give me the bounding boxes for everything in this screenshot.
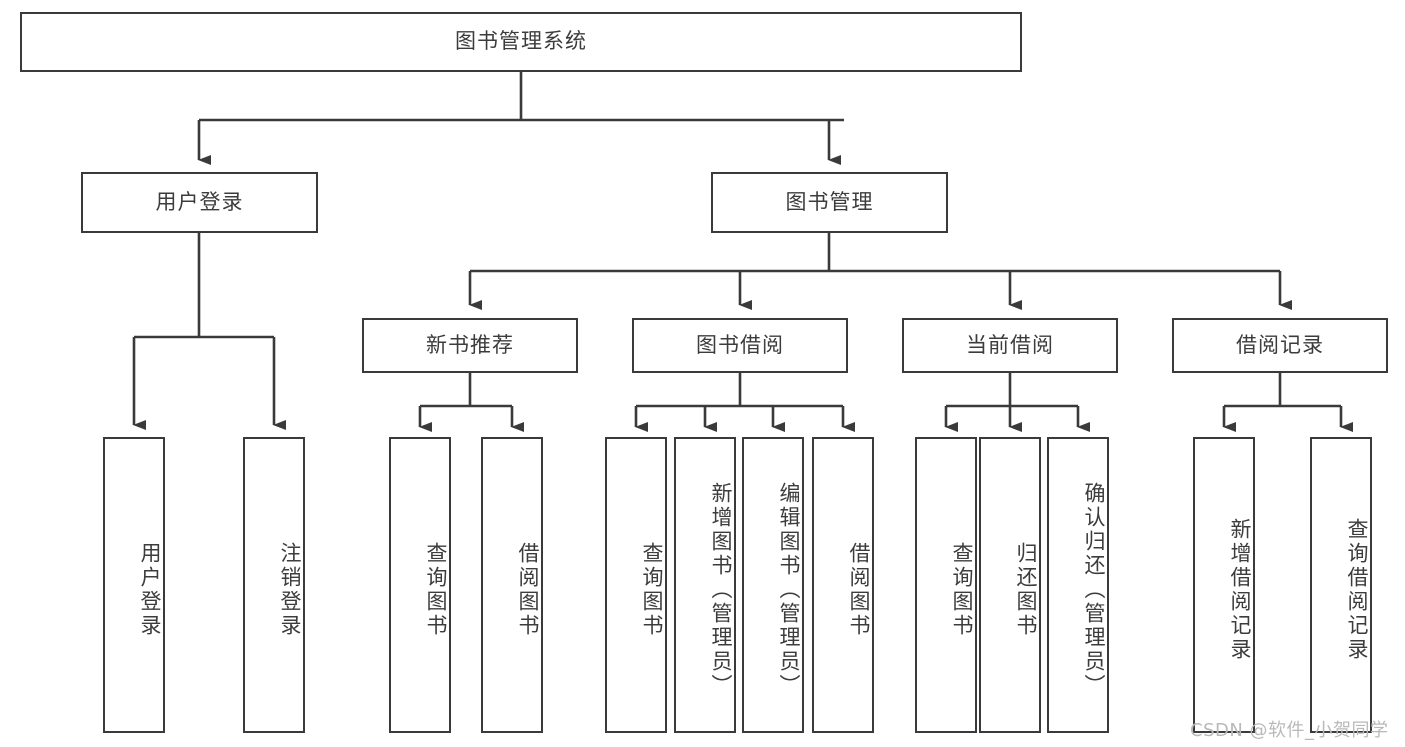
- node-current-borrow[interactable]: 当前借阅: [902, 318, 1118, 373]
- connectors-book-management-to-level3: [468, 233, 1292, 310]
- node-root-system[interactable]: 图书管理系统: [20, 12, 1022, 72]
- leaf-query-book-3-label: 查询图书: [950, 542, 974, 638]
- leaf-borrow-book-1[interactable]: 借阅图书: [481, 437, 543, 733]
- leaf-add-book-label: 新增图书（管理员）: [709, 482, 733, 698]
- node-new-book-recommend[interactable]: 新书推荐: [362, 318, 578, 373]
- leaf-query-book-2[interactable]: 查询图书: [605, 437, 667, 733]
- leaf-query-book-1[interactable]: 查询图书: [389, 437, 451, 733]
- leaf-add-book[interactable]: 新增图书（管理员）: [674, 437, 736, 733]
- leaf-borrow-book-2[interactable]: 借阅图书: [812, 437, 874, 733]
- leaf-query-book-2-label: 查询图书: [640, 542, 664, 638]
- leaf-query-record[interactable]: 查询借阅记录: [1310, 437, 1372, 733]
- node-book-borrow[interactable]: 图书借阅: [632, 318, 848, 373]
- leaf-query-book-3[interactable]: 查询图书: [915, 437, 977, 733]
- leaf-confirm-return-label: 确认归还（管理员）: [1082, 482, 1106, 698]
- leaf-logout-login-label: 注销登录: [278, 542, 302, 638]
- connectors-new-book-recommend-to-leaves: [418, 373, 524, 432]
- leaf-edit-book[interactable]: 编辑图书（管理员）: [742, 437, 804, 733]
- node-borrow-record[interactable]: 借阅记录: [1172, 318, 1388, 373]
- watermark-text: CSDN @软件_小贺同学: [1190, 720, 1389, 741]
- connectors-root-to-level2: [197, 72, 844, 165]
- connectors-current-borrow-to-leaves: [944, 373, 1090, 432]
- connectors-borrow-record-to-leaves: [1222, 373, 1353, 432]
- connectors-book-borrow-to-leaves: [634, 373, 855, 432]
- leaf-return-book[interactable]: 归还图书: [979, 437, 1041, 733]
- leaf-user-login-label: 用户登录: [138, 542, 162, 638]
- leaf-return-book-label: 归还图书: [1014, 542, 1038, 638]
- leaf-user-login[interactable]: 用户登录: [103, 437, 165, 733]
- leaf-add-record-label: 新增借阅记录: [1228, 518, 1252, 662]
- leaf-query-record-label: 查询借阅记录: [1345, 518, 1369, 662]
- node-book-management[interactable]: 图书管理: [711, 172, 948, 233]
- leaf-borrow-book-1-label: 借阅图书: [516, 542, 540, 638]
- connectors-user-login-to-leaves: [132, 233, 286, 430]
- leaf-add-record[interactable]: 新增借阅记录: [1193, 437, 1255, 733]
- leaf-logout-login[interactable]: 注销登录: [243, 437, 305, 733]
- leaf-edit-book-label: 编辑图书（管理员）: [777, 482, 801, 698]
- leaf-borrow-book-2-label: 借阅图书: [847, 542, 871, 638]
- leaf-confirm-return[interactable]: 确认归还（管理员）: [1047, 437, 1109, 733]
- node-user-login[interactable]: 用户登录: [81, 172, 318, 233]
- leaf-query-book-1-label: 查询图书: [424, 542, 448, 638]
